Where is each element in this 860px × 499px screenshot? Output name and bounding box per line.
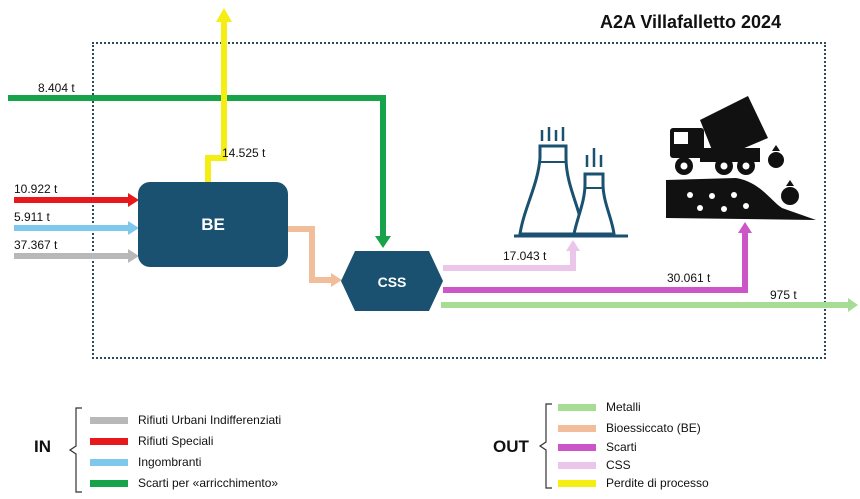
be-node: BE xyxy=(138,182,288,267)
flow-arricchimento xyxy=(8,95,386,238)
css-node-label: CSS xyxy=(377,274,407,290)
legend-label: Metalli xyxy=(606,400,641,414)
legend-swatch xyxy=(558,424,596,432)
flow-scarti xyxy=(443,232,748,293)
arrow-css-out xyxy=(566,240,580,251)
qty-ingombranti: 5.911 t xyxy=(14,210,50,224)
legend-out-item: Scarti xyxy=(558,440,637,454)
arrow-speciali xyxy=(128,193,139,207)
diagram-title: A2A Villafalletto 2024 xyxy=(600,12,782,32)
flow-perdite xyxy=(205,22,227,182)
qty-arricchimento: 8.404 t xyxy=(38,81,75,95)
landfill-truck-icon xyxy=(666,96,816,220)
legend-out-item: Metalli xyxy=(558,400,641,414)
legend-out-item: Bioessiccato (BE) xyxy=(558,421,701,435)
legend-label: Ingombranti xyxy=(138,455,202,469)
qty-urbani: 37.367 t xyxy=(14,238,58,252)
legend-out-item: Perdite di processo xyxy=(558,476,709,490)
power-plant-icon xyxy=(514,127,628,238)
legend-label: CSS xyxy=(606,458,631,472)
legend-swatch xyxy=(558,479,596,487)
legend-swatch xyxy=(558,461,596,469)
legend-in-tag: IN xyxy=(34,437,51,456)
legend-swatch xyxy=(90,437,128,445)
legend-in-brace xyxy=(68,407,82,493)
legend-swatch xyxy=(90,416,128,424)
legend-out-brace xyxy=(538,403,552,489)
flow-css-out xyxy=(443,250,576,271)
legend-out-tag: OUT xyxy=(493,437,529,456)
legend-in-item: Rifiuti Urbani Indifferenziati xyxy=(90,413,281,427)
legend-in-item: Scarti per «arricchimento» xyxy=(90,476,278,490)
qty-scarti: 30.061 t xyxy=(667,271,711,285)
legend-in-item: Rifiuti Speciali xyxy=(90,434,213,448)
legend-swatch xyxy=(90,479,128,487)
arrow-arricchimento xyxy=(375,236,391,248)
arrow-bioessiccato xyxy=(331,273,342,287)
legend-label: Rifiuti Urbani Indifferenziati xyxy=(138,413,282,427)
qty-speciali: 10.922 t xyxy=(14,182,58,196)
legend-label: Rifiuti Speciali xyxy=(138,434,214,448)
qty-perdite: 14.525 t xyxy=(222,146,266,160)
qty-css-out: 17.043 t xyxy=(503,249,547,263)
qty-metalli: 975 t xyxy=(770,288,797,302)
legend-in-item: Ingombranti xyxy=(90,455,201,469)
legend-label: Scarti per «arricchimento» xyxy=(138,476,279,490)
css-node xyxy=(341,251,443,311)
legend-swatch xyxy=(558,443,596,451)
arrow-urbani xyxy=(128,249,139,263)
legend-swatch xyxy=(90,458,128,466)
legend-label: Perdite di processo xyxy=(606,476,709,490)
legend-label: Bioessiccato (BE) xyxy=(606,421,701,435)
legend-swatch xyxy=(558,403,596,411)
arrow-metalli xyxy=(848,298,858,312)
arrow-scarti xyxy=(738,222,752,233)
flow-bioessiccato xyxy=(288,226,332,283)
arrow-perdite xyxy=(216,8,232,22)
be-node-label: BE xyxy=(201,214,225,234)
legend-out-item: CSS xyxy=(558,458,631,472)
arrow-ingombranti xyxy=(128,221,139,235)
legend-label: Scarti xyxy=(606,440,637,454)
